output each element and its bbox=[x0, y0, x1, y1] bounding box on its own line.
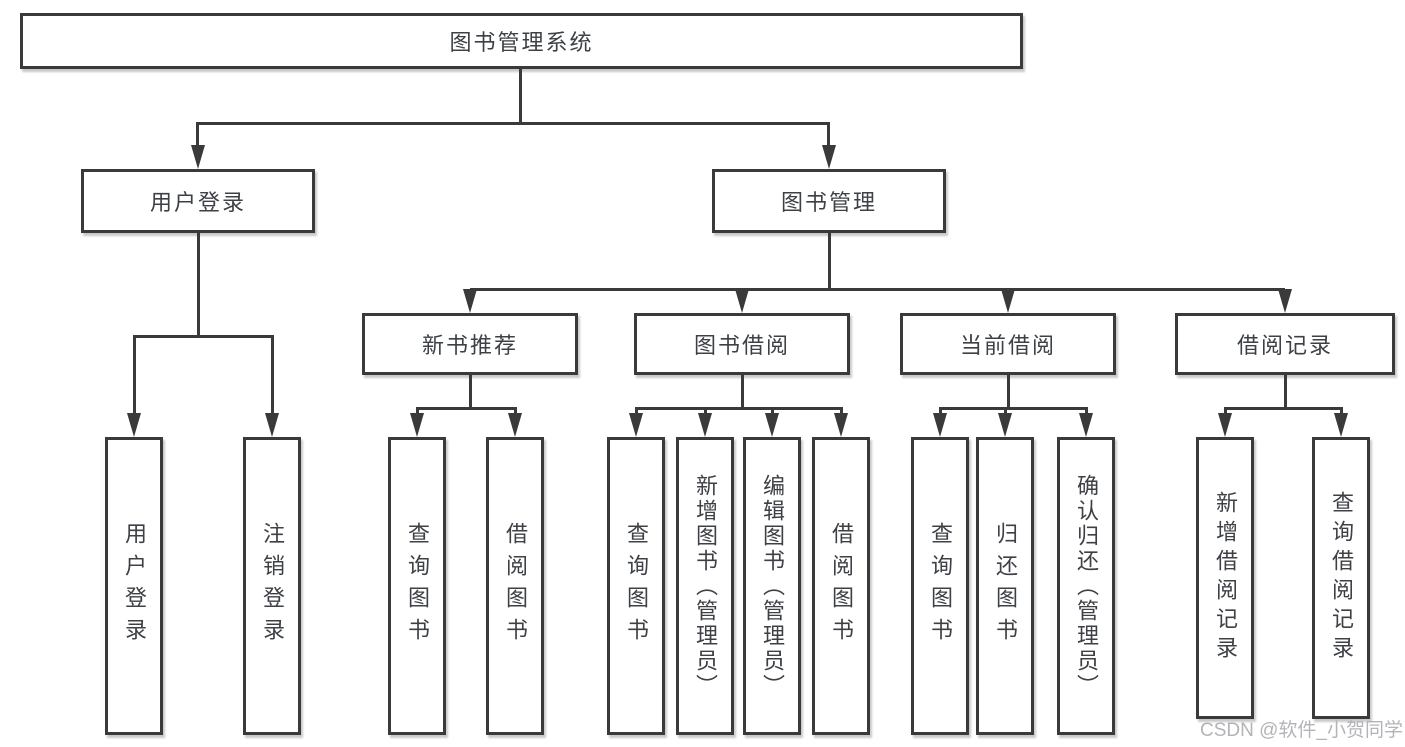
node-label: 新增借阅记录 bbox=[1213, 491, 1238, 665]
arrowhead bbox=[735, 289, 749, 313]
connector-bb-split bbox=[636, 407, 841, 410]
node-label: 查询图书 bbox=[928, 522, 953, 650]
connector-book-mgmt-split bbox=[470, 288, 1285, 291]
connector-br-down bbox=[1284, 375, 1287, 407]
node-book-borrow: 图书借阅 bbox=[634, 313, 850, 375]
connector-bb-down bbox=[741, 375, 744, 407]
node-label: 借阅图书 bbox=[503, 522, 528, 650]
connector-nbr-split bbox=[417, 407, 515, 410]
connector-leaf-stem bbox=[1340, 407, 1343, 415]
connector-user-login-split bbox=[134, 335, 272, 338]
node-label: 用户登录 bbox=[122, 522, 147, 650]
arrowhead bbox=[998, 413, 1012, 437]
connector-leaf-stem bbox=[514, 407, 517, 415]
node-label: 用户登录 bbox=[149, 190, 246, 215]
node-label: 当前借阅 bbox=[959, 333, 1056, 358]
leaf-cb-return-books: 归还图书 bbox=[976, 437, 1034, 735]
connector-root-stem bbox=[519, 69, 522, 122]
leaf-br-add-record: 新增借阅记录 bbox=[1196, 437, 1254, 719]
arrowhead bbox=[191, 145, 205, 169]
connector-leaf-stem bbox=[939, 407, 942, 415]
arrowhead bbox=[463, 289, 477, 313]
node-label: 查询图书 bbox=[624, 522, 649, 650]
node-label: 借阅记录 bbox=[1236, 333, 1333, 358]
connector-leaf-stem bbox=[416, 407, 419, 415]
node-label: 新书推荐 bbox=[421, 333, 518, 358]
leaf-cb-confirm-return-admin: 确认归还（管理员） bbox=[1057, 437, 1115, 735]
leaf-nbr-borrow-books: 借阅图书 bbox=[486, 437, 544, 735]
node-label: 注销登录 bbox=[260, 522, 285, 650]
arrowhead bbox=[1218, 413, 1232, 437]
arrowhead bbox=[765, 413, 779, 437]
node-label: 查询借阅记录 bbox=[1329, 491, 1354, 665]
arrowhead bbox=[698, 413, 712, 437]
connector-br-split bbox=[1225, 407, 1341, 410]
connector-leaf-stem bbox=[1085, 407, 1088, 415]
connector-leaf-stem bbox=[840, 407, 843, 415]
node-label: 归还图书 bbox=[993, 522, 1018, 650]
connector-book-mgmt-down bbox=[828, 233, 831, 288]
node-label: 确认归还（管理员） bbox=[1074, 473, 1099, 699]
leaf-bb-query-books: 查询图书 bbox=[607, 437, 665, 735]
arrowhead bbox=[1079, 413, 1093, 437]
connector-root-split bbox=[197, 122, 830, 125]
arrowhead bbox=[822, 145, 836, 169]
leaf-bb-add-books-admin: 新增图书（管理员） bbox=[676, 437, 734, 735]
arrowhead bbox=[1278, 289, 1292, 313]
connector-leaf-stem bbox=[771, 407, 774, 415]
node-label: 借阅图书 bbox=[829, 522, 854, 650]
leaf-user-login: 用户登录 bbox=[105, 437, 163, 735]
node-label: 图书管理系统 bbox=[449, 30, 594, 55]
node-label: 图书管理 bbox=[780, 190, 877, 215]
connector-leaf-stem bbox=[271, 335, 274, 413]
connector-leaf-stem bbox=[635, 407, 638, 415]
arrowhead bbox=[1001, 289, 1015, 313]
csdn-watermark: CSDN @软件_小贺同学 bbox=[1200, 720, 1403, 741]
node-root: 图书管理系统 bbox=[20, 13, 1023, 69]
connector-leaf-stem bbox=[1224, 407, 1227, 415]
leaf-bb-borrow-books: 借阅图书 bbox=[812, 437, 870, 735]
connector-cb-down bbox=[1007, 375, 1010, 407]
connector-leaf-stem bbox=[704, 407, 707, 415]
connector-nbr-down bbox=[469, 375, 472, 407]
connector-cb-split bbox=[940, 407, 1086, 410]
node-label: 查询图书 bbox=[405, 522, 430, 650]
arrowhead bbox=[834, 413, 848, 437]
arrowhead bbox=[410, 413, 424, 437]
node-book-management: 图书管理 bbox=[712, 169, 946, 233]
node-current-borrow: 当前借阅 bbox=[900, 313, 1116, 375]
node-label: 新增图书（管理员） bbox=[693, 473, 718, 699]
node-borrow-records: 借阅记录 bbox=[1175, 313, 1395, 375]
leaf-bb-edit-books-admin: 编辑图书（管理员） bbox=[743, 437, 801, 735]
arrowhead bbox=[127, 413, 141, 437]
arrowhead bbox=[265, 413, 279, 437]
arrowhead bbox=[1334, 413, 1348, 437]
arrowhead bbox=[508, 413, 522, 437]
connector-user-login-stem bbox=[196, 122, 199, 146]
leaf-cb-query-books: 查询图书 bbox=[911, 437, 969, 735]
arrowhead bbox=[629, 413, 643, 437]
node-label: 编辑图书（管理员） bbox=[760, 473, 785, 699]
connector-leaf-stem bbox=[1004, 407, 1007, 415]
node-label: 图书借阅 bbox=[693, 333, 790, 358]
connector-book-mgmt-stem bbox=[827, 122, 830, 146]
leaf-br-query-record: 查询借阅记录 bbox=[1312, 437, 1370, 719]
node-new-book-recommend: 新书推荐 bbox=[362, 313, 578, 375]
leaf-nbr-query-books: 查询图书 bbox=[388, 437, 446, 735]
arrowhead bbox=[933, 413, 947, 437]
leaf-logout: 注销登录 bbox=[243, 437, 301, 735]
connector-leaf-stem bbox=[133, 335, 136, 413]
connector-user-login-down bbox=[197, 233, 200, 335]
node-user-login: 用户登录 bbox=[81, 169, 315, 233]
